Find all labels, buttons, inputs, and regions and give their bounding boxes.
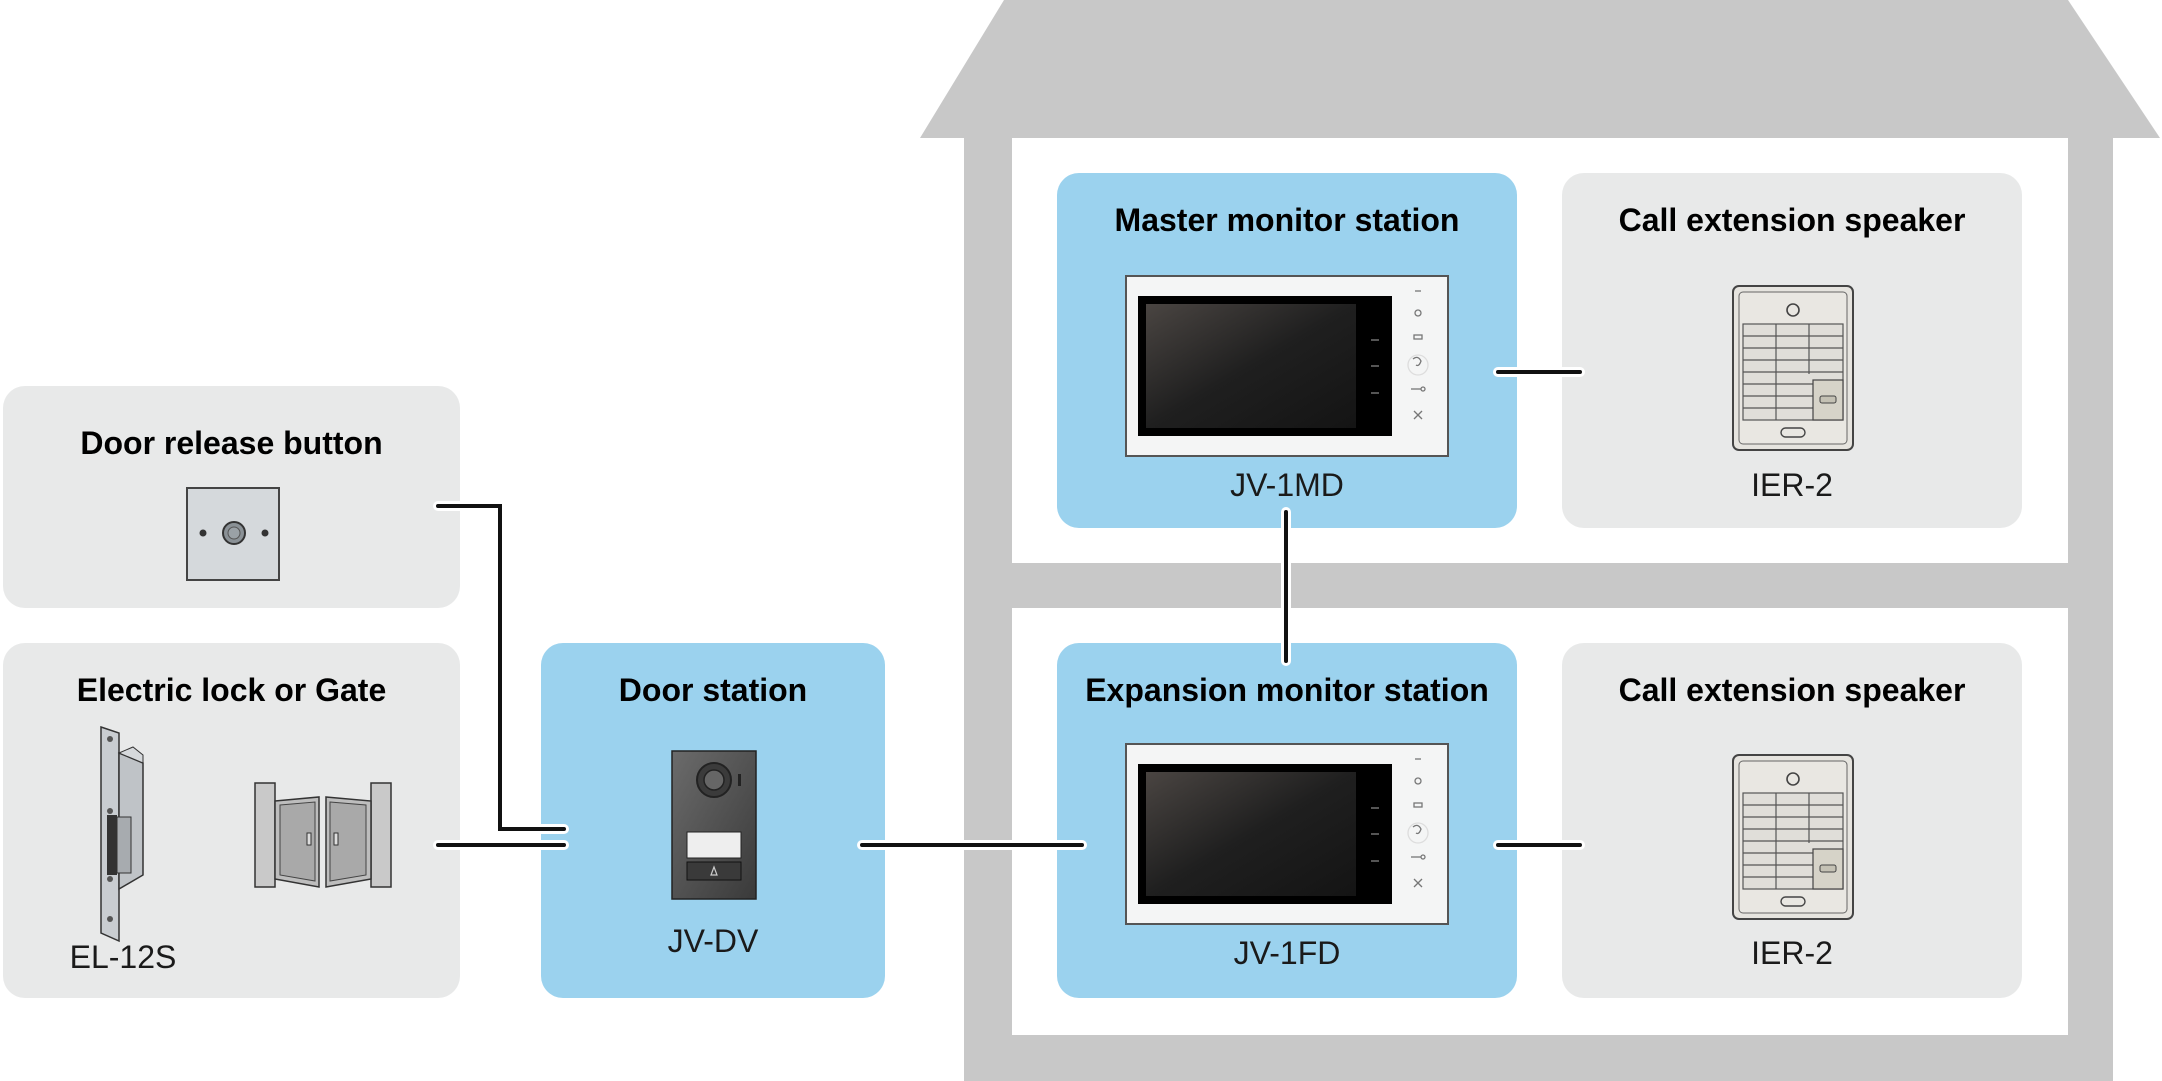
speaker-icon [1732,754,1854,920]
master-monitor-card[interactable]: Master monitor station JV-1MD [1057,173,1517,528]
house-right-wall [2068,138,2113,1081]
expansion-speaker-card[interactable]: Call extension speaker IER-2 [1562,643,2022,998]
house-roof [920,0,2160,138]
house-ground [964,1035,2113,1081]
expansion-speaker-title: Call extension speaker [1618,672,1966,708]
house-left-wall [964,138,1012,1081]
electric-strike-icon [100,725,144,943]
door-station-title: Door station [618,672,808,708]
electric-lock-card[interactable]: Electric lock or Gate EL-12S [3,643,460,998]
electric-lock-model: EL-12S [69,939,177,975]
master-speaker-card[interactable]: Call extension speaker IER-2 [1562,173,2022,528]
video-monitor-icon [1125,743,1449,925]
master-monitor-title: Master monitor station [1114,202,1460,238]
expansion-monitor-title: Expansion monitor station [1085,672,1489,708]
door-station-icon [671,750,757,900]
house-floor-divider [1012,563,2068,608]
push-button-icon [186,487,280,581]
door-release-title: Door release button [80,425,383,461]
expansion-speaker-model: IER-2 [1751,935,1833,971]
gate-icon [254,782,392,888]
video-monitor-icon [1125,275,1449,457]
speaker-icon [1732,285,1854,451]
door-station-model: JV-DV [667,923,759,959]
master-monitor-model: JV-1MD [1230,467,1344,503]
expansion-monitor-model: JV-1FD [1233,935,1341,971]
master-speaker-model: IER-2 [1751,467,1833,503]
door-station-card[interactable]: Door station JV-DV [541,643,885,998]
expansion-monitor-card[interactable]: Expansion monitor station JV-1FD [1057,643,1517,998]
master-speaker-title: Call extension speaker [1618,202,1966,238]
door-release-card[interactable]: Door release button [3,386,460,608]
electric-lock-title: Electric lock or Gate [76,672,387,708]
